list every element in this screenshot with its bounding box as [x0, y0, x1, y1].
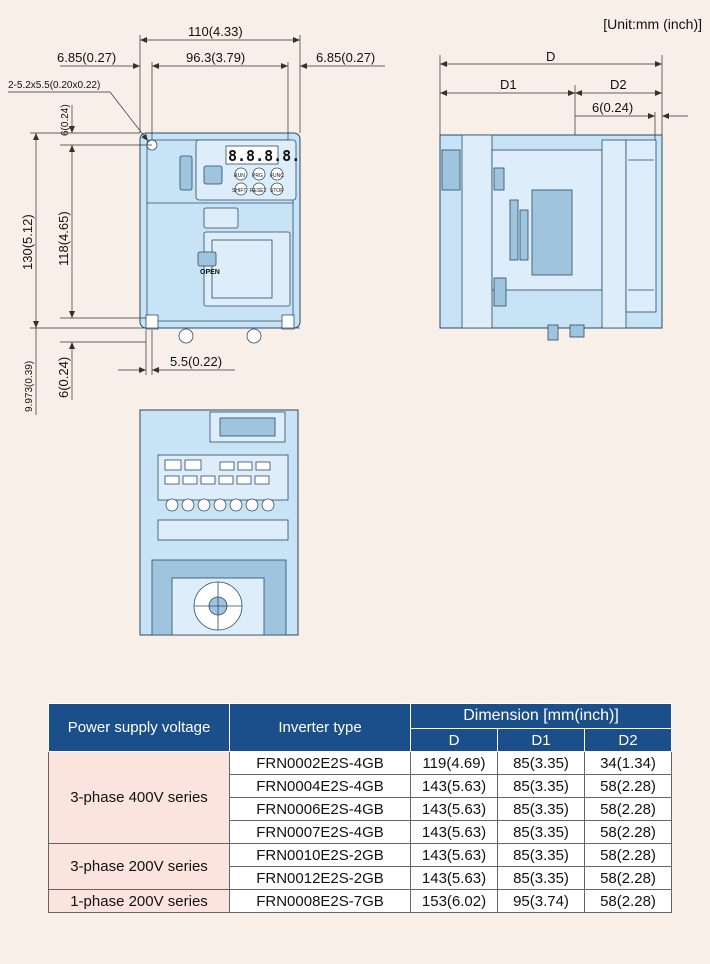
group-label: 3-phase 400V series	[48, 751, 230, 844]
cell-d1: 85(3.35)	[497, 866, 585, 890]
table-row: FRN0012E2S-2GB 143(5.63) 85(3.35) 58(2.2…	[49, 866, 672, 890]
dim-depth-label: D	[546, 49, 555, 64]
cell-d2: 58(2.28)	[584, 774, 672, 798]
terminal-cover	[203, 231, 291, 307]
open-label: OPEN	[200, 269, 220, 276]
cell-d: 143(5.63)	[410, 866, 498, 890]
key-shift	[234, 182, 248, 196]
table-row: FRN0007E2S-4GB 143(5.63) 85(3.35) 58(2.2…	[49, 820, 672, 844]
keypad-keys: RUN PRG FUNC SHIFT RESET STOP	[232, 167, 284, 196]
dimension-drawing: 8.8.8.8. RUN PRG FUNC SHIFT RESET STOP O…	[8, 24, 688, 636]
key-prg	[252, 167, 266, 181]
table-row: FRN0006E2S-4GB 143(5.63) 85(3.35) 58(2.2…	[49, 797, 672, 821]
dim-left-margin: 6.85(0.27)	[57, 50, 116, 65]
table-row: 3-phase 400V series FRN0002E2S-4GB 119(4…	[48, 751, 672, 844]
header-d2: D2	[584, 728, 672, 752]
header-power: Power supply voltage	[48, 703, 230, 752]
led-display	[225, 145, 279, 165]
header-dimension: Dimension [mm(inch)]	[410, 703, 672, 729]
cell-d1: 85(3.35)	[497, 820, 585, 844]
table-row: 3-phase 200V series FRN0010E2S-2GB 143(5…	[48, 843, 672, 890]
key-reset	[252, 182, 266, 196]
cell-type: FRN0010E2S-2GB	[229, 843, 411, 867]
header-d: D	[410, 728, 498, 752]
cell-d: 153(6.02)	[410, 889, 498, 913]
key-run-label: RUN	[234, 173, 245, 179]
key-reset-label: RESET	[250, 188, 267, 194]
cell-type: FRN0007E2S-4GB	[229, 820, 411, 844]
dim-hole-spec: 2-5.2x5.5(0.20x0.22)	[8, 80, 100, 91]
cell-d2: 58(2.28)	[584, 843, 672, 867]
side-view: D D1 D2 6(0.24)	[439, 49, 688, 341]
dim-d2-label: D2	[610, 77, 627, 92]
led-display-text: 8.8.8.8.	[228, 147, 300, 165]
unit-note: [Unit:mm (inch)]	[603, 16, 702, 32]
cell-type: FRN0008E2S-7GB	[229, 889, 411, 913]
header-d1: D1	[497, 728, 585, 752]
cell-d1: 95(3.74)	[497, 889, 585, 913]
key-run	[234, 167, 248, 181]
group-label: 3-phase 200V series	[48, 843, 230, 890]
cell-type: FRN0006E2S-4GB	[229, 797, 411, 821]
front-view: 8.8.8.8. RUN PRG FUNC SHIFT RESET STOP O…	[8, 24, 385, 415]
cell-d1: 85(3.35)	[497, 751, 585, 775]
cell-d: 143(5.63)	[410, 774, 498, 798]
key-func-label: FUNC	[270, 173, 284, 179]
dim-d1-label: D1	[500, 77, 517, 92]
cell-d1: 85(3.35)	[497, 797, 585, 821]
cell-d2: 34(1.34)	[584, 751, 672, 775]
dimension-table: Power supply voltage Inverter type Dimen…	[48, 703, 672, 913]
group-label: 1-phase 200V series	[48, 889, 230, 913]
cell-d2: 58(2.28)	[584, 797, 672, 821]
dim-overall-width: 110(4.33)	[188, 24, 243, 39]
cell-type: FRN0004E2S-4GB	[229, 774, 411, 798]
cell-d2: 58(2.28)	[584, 866, 672, 890]
dim-slot-height: 9.973(0.39)	[24, 361, 35, 412]
dim-side-offset: 6(0.24)	[592, 100, 633, 115]
dim-right-margin: 6.85(0.27)	[316, 50, 375, 65]
dim-overall-height: 130(5.12)	[20, 214, 35, 270]
key-shift-label: SHIFT	[232, 188, 246, 194]
bottom-view	[139, 409, 299, 636]
cell-type: FRN0002E2S-4GB	[229, 751, 411, 775]
cell-d2: 58(2.28)	[584, 820, 672, 844]
key-stop-label: STOP	[270, 188, 284, 194]
cell-d1: 85(3.35)	[497, 843, 585, 867]
cell-d: 143(5.63)	[410, 843, 498, 867]
dim-hole-pitch: 118(4.65)	[56, 211, 71, 266]
key-prg-label: PRG	[252, 173, 263, 179]
dim-slot-width: 5.5(0.22)	[170, 354, 222, 369]
cell-d: 143(5.63)	[410, 820, 498, 844]
cell-type: FRN0012E2S-2GB	[229, 866, 411, 890]
mount-slot-bottom-left	[145, 314, 159, 330]
dim-top-offset: 6(0.24)	[60, 104, 71, 136]
cell-d2: 58(2.28)	[584, 889, 672, 913]
key-stop	[270, 182, 284, 196]
dim-center-width: 96.3(3.79)	[186, 50, 245, 65]
table-row: 1-phase 200V series FRN0008E2S-7GB 153(6…	[48, 889, 672, 913]
cell-d1: 85(3.35)	[497, 774, 585, 798]
header-inverter: Inverter type	[229, 703, 411, 752]
cell-d: 119(4.69)	[410, 751, 498, 775]
key-func	[270, 167, 284, 181]
mount-slot-bottom-right	[281, 314, 295, 330]
dim-bottom-offset: 6(0.24)	[56, 357, 71, 398]
cell-d: 143(5.63)	[410, 797, 498, 821]
